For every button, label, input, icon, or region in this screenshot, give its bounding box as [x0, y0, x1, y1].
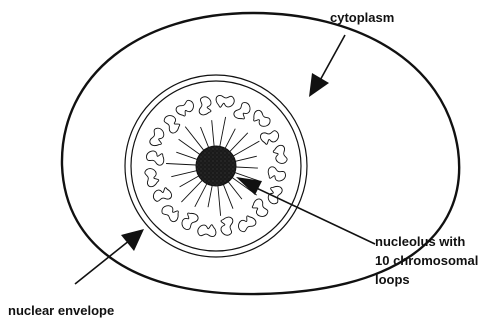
chromosomal-loop — [145, 147, 166, 169]
chromosomal-loop — [213, 89, 236, 112]
nucleolus-label: nucleolus with 10 chromosomal loops — [375, 232, 478, 289]
chromosome-stalk — [220, 117, 226, 146]
chromosomal-loop — [175, 98, 194, 117]
cytoplasm-arrow — [309, 35, 345, 97]
chromosomal-loop — [162, 114, 182, 134]
chromosome-stalk — [208, 186, 212, 208]
chromosomal-loop — [216, 214, 239, 237]
chromosome-stalk — [166, 164, 196, 166]
chromosomal-loop — [195, 220, 218, 243]
chromosomal-loop — [237, 215, 256, 234]
chromosome-stalk — [195, 184, 207, 207]
chromosome-stalk — [176, 152, 197, 159]
nuclear-envelope-label: nuclear envelope — [8, 301, 114, 320]
nuclear-envelope-arrow — [75, 229, 144, 284]
chromosomal-loop — [140, 166, 162, 188]
chromosomal-loop — [181, 212, 199, 230]
chromosomal-loop — [251, 198, 271, 218]
chromosomal-loop — [264, 184, 286, 206]
chromosomal-loop — [151, 184, 174, 206]
chromosomal-loop — [266, 163, 287, 185]
chromosome-stalk — [185, 127, 204, 151]
chromosome-stalk — [228, 182, 242, 199]
chromosomal-loop — [258, 125, 281, 147]
cytoplasm-label: cytoplasm — [330, 8, 394, 27]
nucleolus-label-line-2: 10 chromosomal — [375, 251, 478, 270]
chromosomal-loop — [161, 204, 179, 223]
chromosome-stalk — [201, 127, 209, 147]
chromosomal-loop — [270, 143, 292, 165]
nucleolus-label-line-3: loops — [375, 270, 478, 289]
chromosome-stalk — [235, 156, 256, 161]
chromosomal-loop — [233, 102, 251, 120]
chromosome-stalk — [225, 129, 235, 149]
chromosome-stalk — [212, 120, 214, 146]
chromosome-stalk — [218, 186, 221, 216]
chromosome-stalk — [236, 167, 258, 168]
chromosome-stalk — [171, 171, 196, 177]
chromosomal-loop — [253, 109, 271, 128]
chromosomal-loop — [146, 126, 168, 148]
chromosome-stalk — [223, 185, 233, 209]
nucleolus-label-line-1: nucleolus with — [375, 232, 478, 251]
chromosomal-loop — [193, 95, 216, 118]
nucleolus — [196, 146, 236, 186]
chromosome-stalk — [180, 176, 199, 187]
